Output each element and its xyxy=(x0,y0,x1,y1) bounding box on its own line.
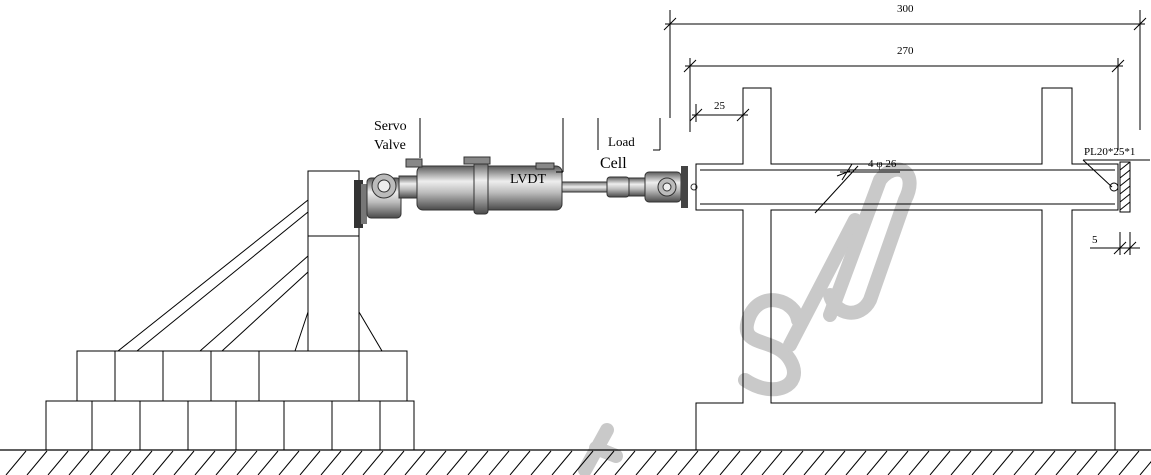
dimension-lines xyxy=(663,10,1150,255)
servo-valve-label-line1: Servo xyxy=(374,119,407,134)
watermark xyxy=(578,162,917,475)
hatch-line xyxy=(950,450,972,475)
hatch-line xyxy=(341,450,363,475)
hatch-line xyxy=(593,450,615,475)
plate-hatching xyxy=(1119,161,1131,211)
hatch-line xyxy=(845,450,867,475)
hatch-line xyxy=(824,450,846,475)
block-base xyxy=(45,350,415,451)
hatch-line xyxy=(278,450,300,475)
dim-inner-label: 270 xyxy=(897,45,914,57)
hatch-line xyxy=(929,450,951,475)
specimen-frame xyxy=(695,87,1131,451)
hatch-line xyxy=(572,450,594,475)
hatch-line xyxy=(551,450,573,475)
hatch-line xyxy=(635,450,657,475)
lvdt-label: LVDT xyxy=(510,172,546,187)
hydraulic-actuator xyxy=(366,156,698,219)
rebar-label: 4 φ 26 xyxy=(868,158,897,170)
hatch-line xyxy=(908,450,930,475)
hatch-line xyxy=(26,450,48,475)
hatch-line xyxy=(719,450,741,475)
hatch-line xyxy=(656,450,678,475)
hatch-line xyxy=(299,450,321,475)
hatch-line xyxy=(509,450,531,475)
hatch-line xyxy=(446,450,468,475)
hatch-line xyxy=(425,450,447,475)
hatch-line xyxy=(152,450,174,475)
hatch-line xyxy=(1139,461,1151,475)
hatch-line xyxy=(173,450,195,475)
hatch-line xyxy=(761,450,783,475)
hatch-line xyxy=(530,450,552,475)
hatch-line xyxy=(740,450,762,475)
hatch-line xyxy=(110,450,132,475)
hatch-line xyxy=(1013,450,1035,475)
ground xyxy=(0,449,1151,475)
cell-label: Cell xyxy=(600,155,627,172)
hatch-line xyxy=(1055,450,1077,475)
hatch-line xyxy=(68,450,90,475)
plate-label: PL20*25*1 xyxy=(1084,146,1135,158)
hatch-line xyxy=(614,450,636,475)
hatch-line xyxy=(1076,450,1098,475)
reaction-frame xyxy=(117,170,383,352)
dim-offset-label: 25 xyxy=(714,100,726,112)
hatch-line xyxy=(362,450,384,475)
hatch-line xyxy=(194,450,216,475)
hatch-line xyxy=(236,450,258,475)
hatch-line xyxy=(887,450,909,475)
hatch-line xyxy=(257,450,279,475)
dim-plate-thickness-label: 5 xyxy=(1092,234,1098,246)
hatch-line xyxy=(131,450,153,475)
load-label: Load xyxy=(608,134,635,149)
hatch-line xyxy=(5,450,27,475)
hatch-line xyxy=(1034,450,1056,475)
hatch-line xyxy=(215,450,237,475)
hatch-line xyxy=(803,450,825,475)
hatch-line xyxy=(866,450,888,475)
hatch-line xyxy=(677,450,699,475)
hatch-line xyxy=(383,450,405,475)
hatch-line xyxy=(467,450,489,475)
hatch-line xyxy=(782,450,804,475)
hatch-line xyxy=(320,450,342,475)
hatch-line xyxy=(992,450,1014,475)
ground-hatching xyxy=(5,450,1151,475)
hatch-line xyxy=(971,450,993,475)
block-joints xyxy=(91,351,381,450)
hatch-line xyxy=(1118,450,1140,475)
hatch-line xyxy=(89,450,111,475)
hatch-line xyxy=(404,450,426,475)
hatch-line xyxy=(698,450,720,475)
servo-valve-label-line2: Valve xyxy=(374,138,406,153)
hatch-line xyxy=(1097,450,1119,475)
callout-brackets xyxy=(419,118,661,173)
hatch-line xyxy=(488,450,510,475)
hatch-line xyxy=(47,450,69,475)
dim-overall-label: 300 xyxy=(897,3,914,15)
text-labels: Servo Valve LVDT Load Cell 300 270 25 4 … xyxy=(374,3,1135,246)
